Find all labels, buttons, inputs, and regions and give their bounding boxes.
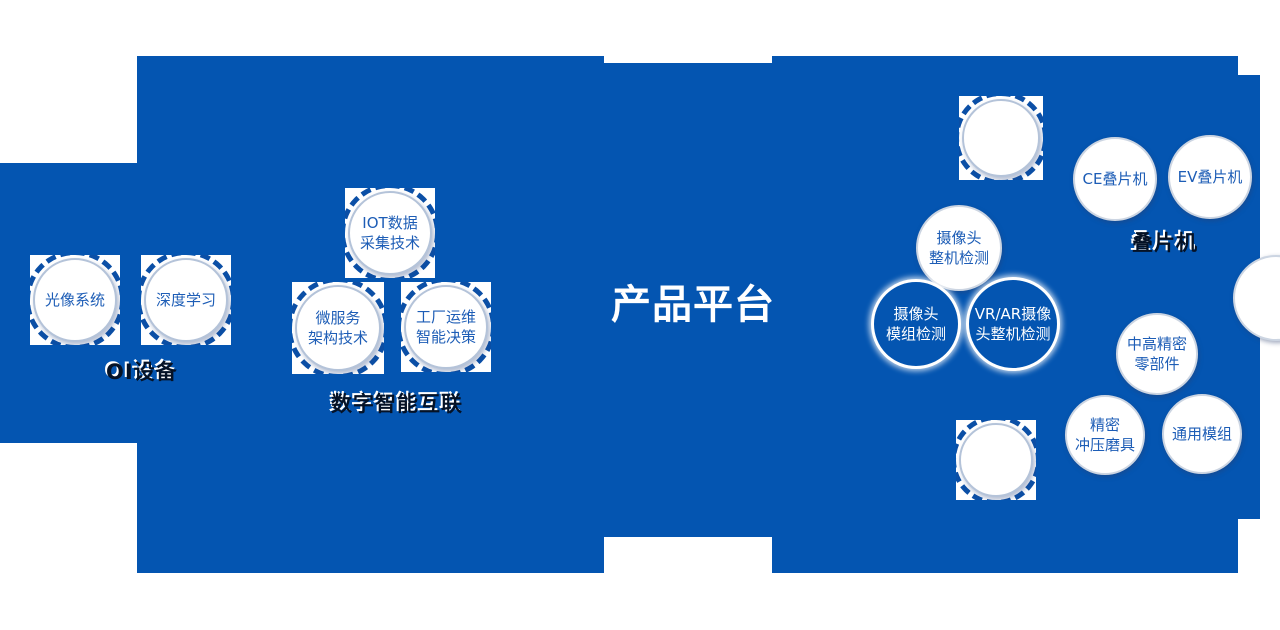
node-stamping-dies: 精密 冲压磨具 <box>1065 395 1145 475</box>
node-camera-complete-test: 摄像头 整机检测 <box>916 205 1002 291</box>
node-label: 冲压磨具 <box>1074 436 1135 454</box>
node-camera-module-test: 摄像头 模组检测 <box>871 279 961 369</box>
node-label: 模组检测 <box>885 325 946 343</box>
node-label: 采集技术 <box>359 234 420 252</box>
node-ev-stacker: EV叠片机 <box>1168 135 1252 219</box>
node-label: 头整机检测 <box>975 325 1051 343</box>
empty-node-circle-bottom <box>956 420 1036 500</box>
node-label: 工厂运维 <box>415 308 476 326</box>
node-precision-parts: 中高精密 零部件 <box>1116 313 1198 395</box>
node-label: 架构技术 <box>307 329 368 347</box>
node-general-module: 通用模组 <box>1162 394 1242 474</box>
node-ce-stacker: CE叠片机 <box>1073 137 1157 221</box>
node-deep-learning: 深度学习 <box>141 255 231 345</box>
node-label: IOT数据 <box>362 214 418 232</box>
node-label: 通用模组 <box>1171 425 1232 443</box>
node-label: 摄像头 <box>893 305 939 323</box>
node-label: EV叠片机 <box>1177 168 1243 186</box>
group-label-middle: 数字智能互联 <box>331 392 463 416</box>
node-label: 精密 <box>1089 416 1120 434</box>
node-microservice: 微服务 架构技术 <box>292 282 384 374</box>
node-label: 零部件 <box>1134 355 1180 373</box>
background-shape-center <box>604 63 772 537</box>
node-label: 中高精密 <box>1126 335 1187 353</box>
node-iot-data: IOT数据 采集技术 <box>345 188 435 278</box>
node-label: CE叠片机 <box>1082 170 1148 188</box>
node-label: 光像系统 <box>44 291 105 309</box>
node-label: 整机检测 <box>928 249 989 267</box>
node-optical-system: 光像系统 <box>30 255 120 345</box>
node-label: 微服务 <box>315 309 361 327</box>
node-label: 深度学习 <box>155 291 216 309</box>
node-label: 智能决策 <box>415 328 476 346</box>
group-label-right: 叠片机 <box>1132 231 1198 255</box>
node-label: VR/AR摄像 <box>974 305 1052 323</box>
group-label-left: OI设备 <box>106 360 178 384</box>
node-label: 摄像头 <box>936 229 982 247</box>
page-title: 产品平台 <box>611 282 775 328</box>
empty-node-circle-top <box>959 96 1043 180</box>
node-vrar-camera-test: VR/AR摄像 头整机检测 <box>966 277 1060 371</box>
node-factory-ops: 工厂运维 智能决策 <box>401 282 491 372</box>
